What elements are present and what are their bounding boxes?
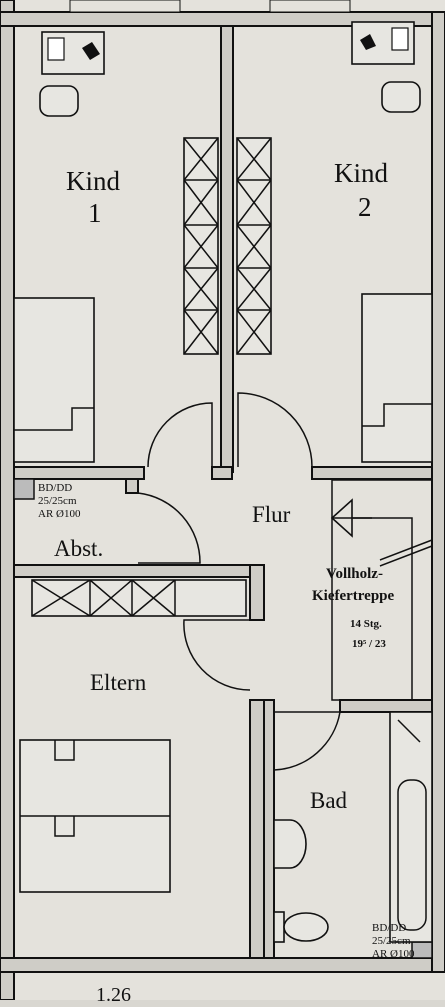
wall-eltern-top [13,564,265,578]
wardrobe-kind1 [183,137,219,355]
toilet [273,911,329,943]
stairs-ratio: 19⁵ / 23 [352,638,386,650]
monitor-icon [47,37,65,61]
vent-note-top-line3: AR Ø100 [38,508,81,520]
wall-kinder-bottom-mid [211,466,233,480]
room-number-kind2: 2 [358,192,372,222]
wall-eltern-right-upper [249,564,265,621]
stairs-steps: 14 Stg. [350,618,382,630]
chair-kind1 [39,85,79,117]
footer-dimension: 1.26 [96,984,131,1006]
vent-shaft-top [13,478,35,500]
room-label-flur: Flur [252,502,291,527]
chair-kind2 [381,81,421,113]
lamp-icon [82,42,100,60]
door-eltern [183,619,251,691]
outer-wall-left [0,0,15,1000]
wall-bad-left [263,699,275,959]
wall-eltern-right-lower [249,699,265,959]
window-top-left [69,0,181,13]
lamp-icon [360,34,376,50]
wall-bad-top [339,699,433,713]
door-abst [137,492,201,564]
door-kind1 [147,402,213,468]
stairs-label-line2: Kiefertreppe [312,588,395,604]
door-kind2 [237,392,313,468]
bed-eltern [19,739,171,893]
bed-kind1 [13,297,95,463]
vent-note-bottom-line1: BD/DD [372,922,407,934]
vent-shaft-bottom [411,941,433,959]
wardrobe-eltern [31,579,247,617]
vent-note-bottom-line3: AR Ø100 [372,948,415,960]
room-number-kind1: 1 [88,198,102,228]
door-bad [273,711,341,771]
wall-kind-divider [220,25,234,473]
outer-wall-bottom [0,957,445,973]
sink [273,819,307,869]
wall-abst-right [125,478,139,494]
vent-note-bottom: BD/DD 25/25cm AR Ø100 [372,922,414,961]
room-label-bad: Bad [310,788,348,813]
vent-note-top-line1: BD/DD [38,482,73,494]
room-label-eltern: Eltern [90,670,147,695]
vent-note-top-line2: 25/25cm [38,495,77,507]
stairs-label-line1: Vollholz- [326,566,383,582]
outer-wall-right [431,11,445,973]
window-top-right [269,0,351,13]
bed-kind2 [361,293,433,463]
room-label-kind1: Kind [66,166,120,196]
wall-kinder-bottom-right [311,466,433,480]
wardrobe-kind2 [236,137,272,355]
vent-note-bottom-line2: 25/25cm [372,935,411,947]
monitor-icon [391,27,409,51]
room-label-kind2: Kind [334,158,388,188]
room-label-abst: Abst. [54,536,104,561]
staircase [330,479,433,701]
vent-note-top: BD/DD 25/25cm AR Ø100 [38,482,80,521]
wall-kinder-bottom-left [13,466,145,480]
bathtub [389,711,433,943]
